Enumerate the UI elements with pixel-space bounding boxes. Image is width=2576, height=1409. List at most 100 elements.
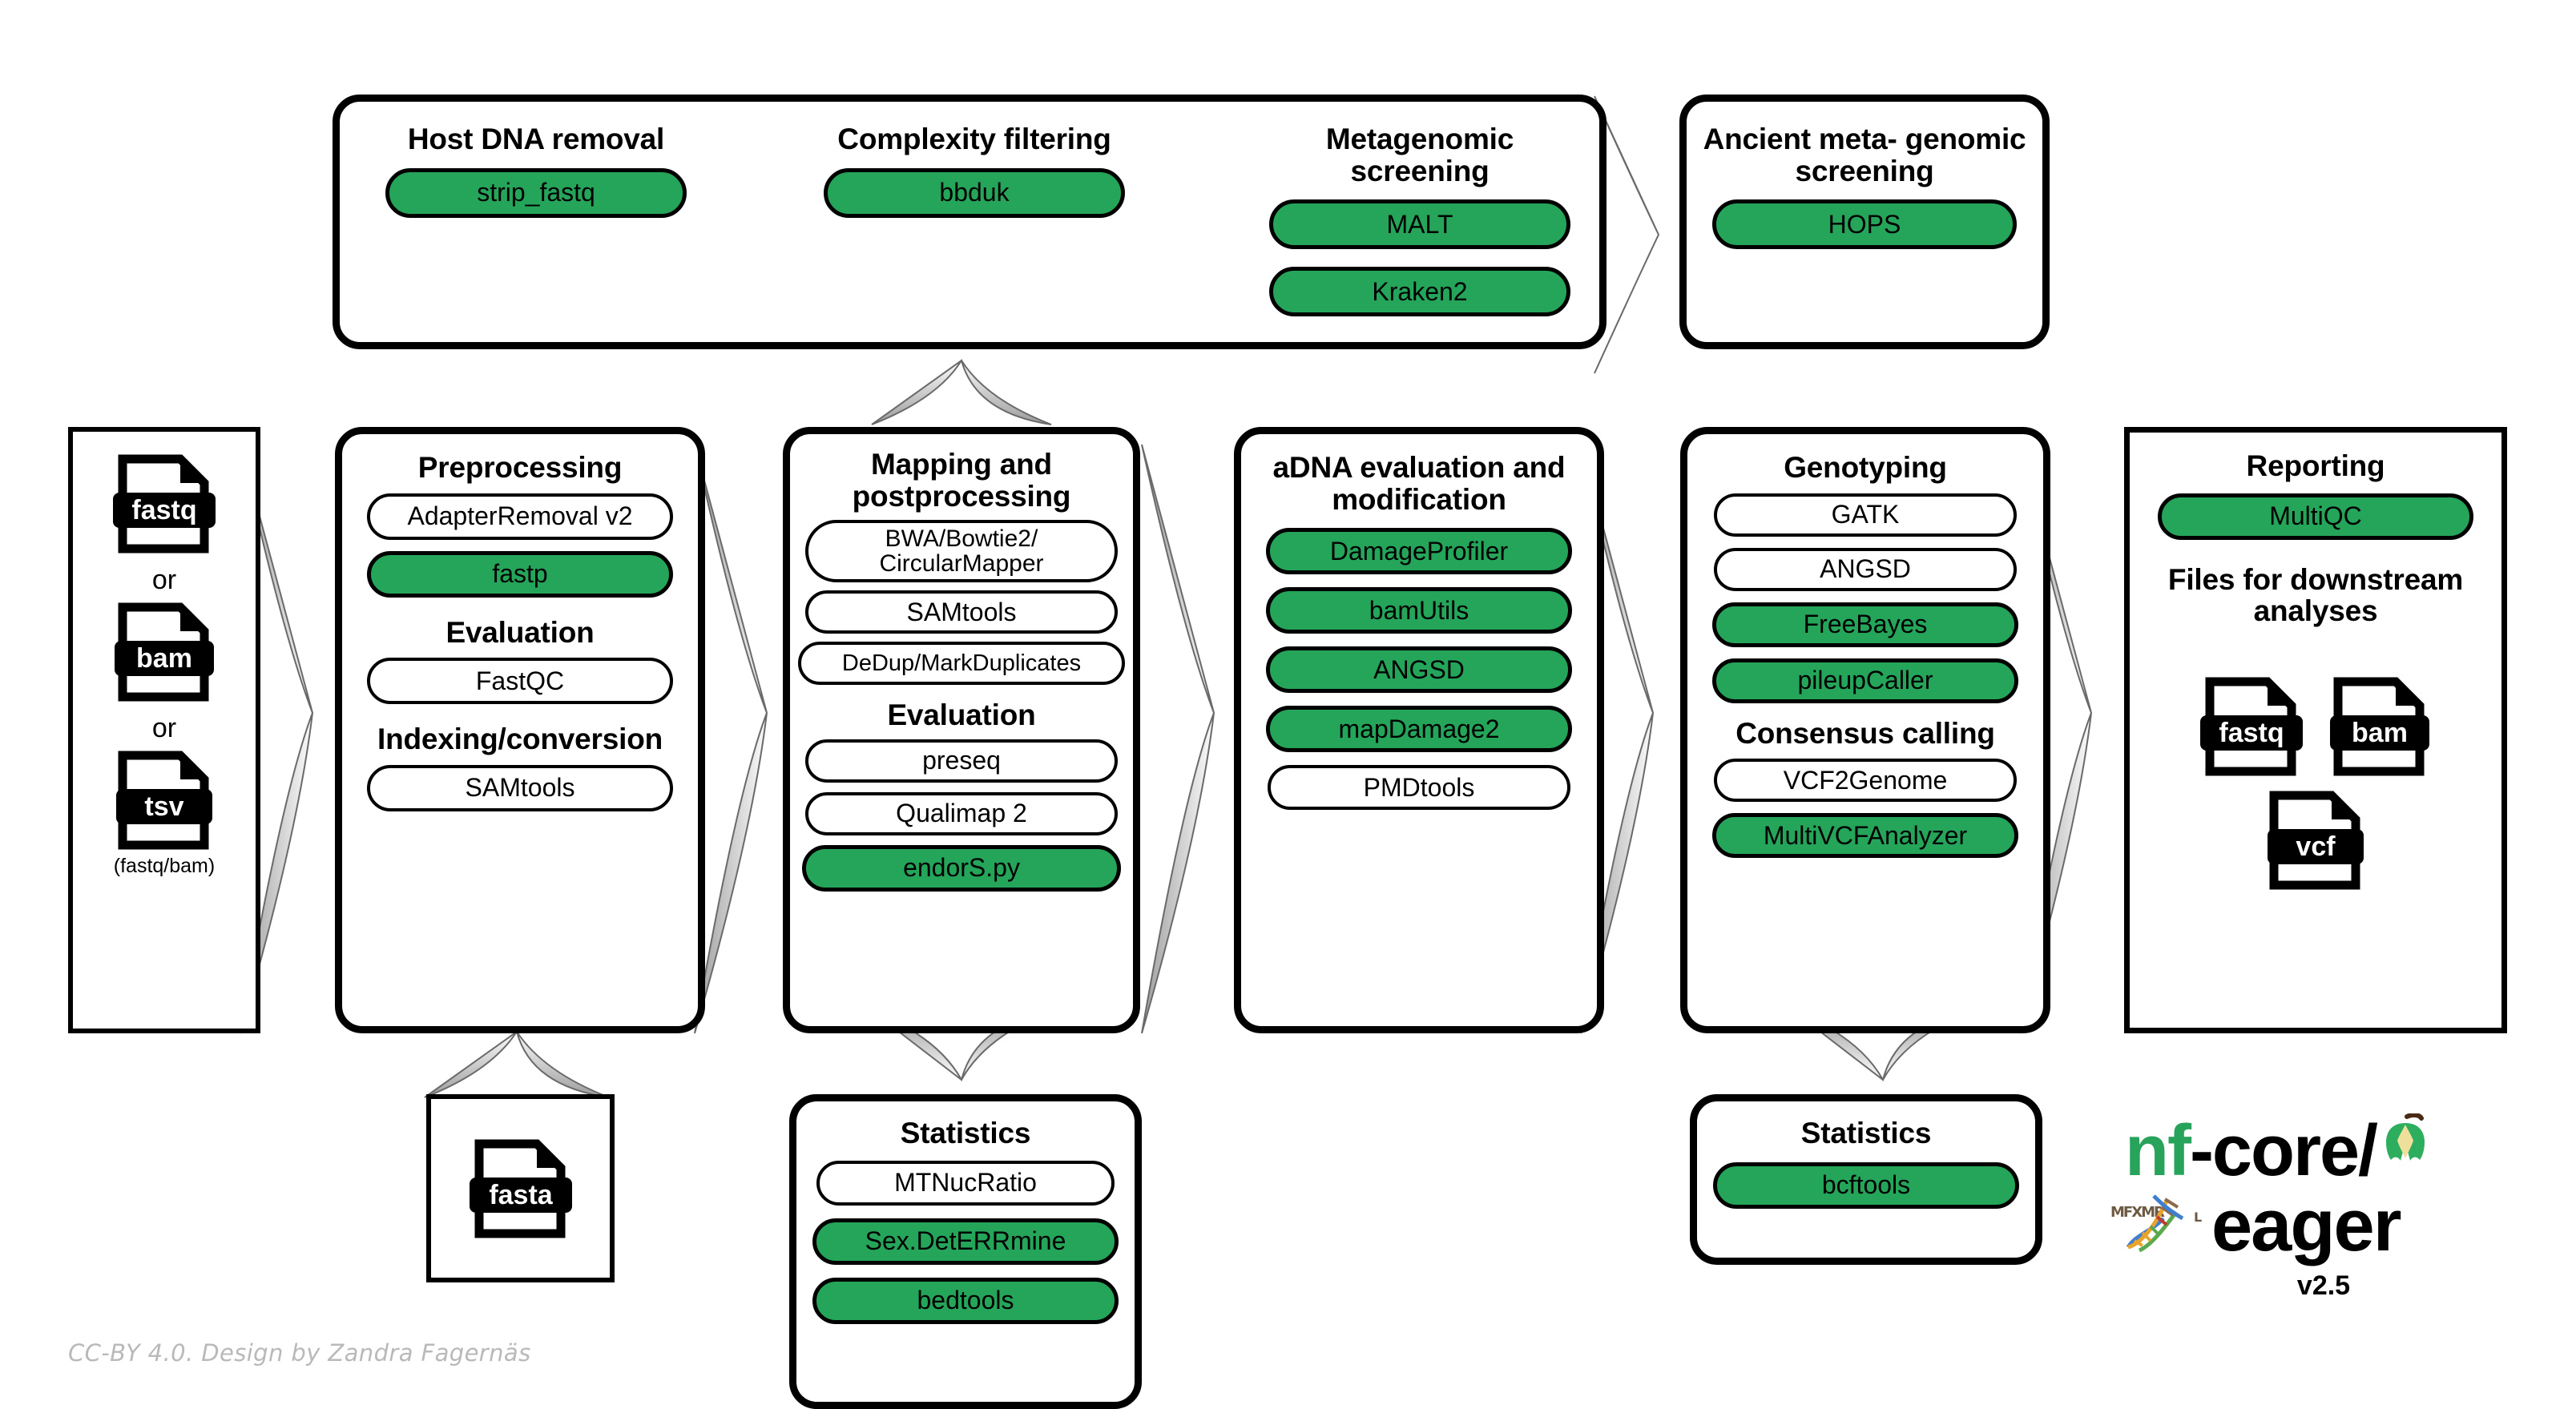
- tool-pill-gatk[interactable]: GATK: [1714, 493, 2017, 537]
- tool-label: endorS.py: [903, 853, 1020, 883]
- tool-pill-bcftools[interactable]: bcftools: [1713, 1161, 2019, 1209]
- tool-pill-pileupcaller[interactable]: pileupCaller: [1712, 658, 2018, 703]
- tool-pill-freebayes[interactable]: FreeBayes: [1712, 602, 2018, 647]
- tool-label: SAMtools: [465, 773, 575, 803]
- tool-pill-fastp[interactable]: fastp: [367, 550, 673, 598]
- file-icon-fastq-output: fastq: [2199, 677, 2304, 776]
- svg-text:fasta: fasta: [489, 1180, 553, 1210]
- tool-label: MultiVCFAnalyzer: [1763, 820, 1968, 850]
- tool-pill-mapdamage2[interactable]: mapDamage2: [1266, 706, 1572, 753]
- preprocessing-title: Preprocessing: [417, 451, 623, 484]
- statistics-left-panel: Statistics MTNucRatio Sex.DetERRmine bed…: [789, 1094, 1142, 1409]
- tool-label: FastQC: [475, 666, 565, 695]
- tool-pill-angsd-adna[interactable]: ANGSD: [1266, 646, 1572, 694]
- arrow-genotyping-to-reporting: [2018, 444, 2093, 1034]
- tool-pill-multiqc[interactable]: MultiQC: [2158, 493, 2473, 540]
- tool-label: SAMtools: [906, 597, 1017, 626]
- screening-group-title: Metagenomic screening: [1325, 123, 1514, 187]
- logo-eager-text: eager: [2211, 1184, 2401, 1266]
- screening-group-metagenomic: Metagenomic screening MALT Kraken2: [1260, 123, 1580, 317]
- adna-title: aDNA evaluation and modification: [1272, 451, 1566, 516]
- tool-pill-kraken2[interactable]: Kraken2: [1269, 267, 1570, 317]
- input-or-label-2: or: [151, 713, 177, 743]
- preprocessing-panel: Preprocessing AdapterRemoval v2 fastp Ev…: [335, 427, 705, 1033]
- tool-label: Qualimap 2: [896, 799, 1027, 828]
- tool-pill-samtools-mapping[interactable]: SAMtools: [805, 590, 1118, 634]
- tool-label: AdapterRemoval v2: [407, 501, 633, 531]
- arrow-mapping-to-screening: [871, 359, 1052, 425]
- tool-pill-angsd-genotyping[interactable]: ANGSD: [1714, 547, 2017, 591]
- logo-line-2: MFXMR L eager: [2107, 1185, 2508, 1266]
- file-icon-bam-output: bam: [2327, 677, 2433, 776]
- tool-pill-dedup-markduplicates[interactable]: DeDup/MarkDuplicates: [798, 642, 1125, 686]
- tool-label: bedtools: [917, 1286, 1014, 1315]
- arrow-input-to-preprocessing: [240, 444, 314, 1034]
- file-icon-fastq: fastq: [111, 454, 217, 554]
- tool-label: bcftools: [1821, 1170, 1911, 1200]
- tool-pill-bwa-bowtie2-circularmapper[interactable]: BWA/Bowtie2/ CircularMapper: [805, 520, 1118, 583]
- nf-core-eager-logo: nf -core/ MFXMR L: [2107, 1110, 2508, 1302]
- logo-core-text: -core/: [2189, 1110, 2378, 1191]
- statistics-right-panel: Statistics bcftools: [1690, 1094, 2042, 1265]
- svg-text:fastq: fastq: [2219, 718, 2284, 748]
- tool-pill-bbduk[interactable]: bbduk: [824, 167, 1125, 218]
- dna-helix-icon: MFXMR L: [2107, 1185, 2210, 1266]
- file-icon-bam: bam: [111, 602, 217, 702]
- tool-pill-qualimap2[interactable]: Qualimap 2: [805, 791, 1118, 835]
- tool-label: bbduk: [939, 178, 1010, 207]
- screening-group-complexity: Complexity filtering bbduk: [814, 123, 1135, 218]
- mapping-title: Mapping and postprocessing: [852, 448, 1071, 513]
- preprocessing-subtitle-indexing: Indexing/conversion: [377, 723, 663, 756]
- tool-label: bamUtils: [1369, 595, 1469, 625]
- tool-label: MultiQC: [2269, 501, 2362, 531]
- tool-label: strip_fastq: [477, 178, 595, 207]
- logo-line-1: nf -core/: [2107, 1110, 2508, 1191]
- tool-label: MALT: [1386, 209, 1453, 239]
- tool-pill-mtnucratio[interactable]: MTNucRatio: [816, 1160, 1115, 1206]
- arrow-mapping-to-adna: [1141, 444, 1215, 1034]
- credit-text: CC-BY 4.0. Design by Zandra Fagernäs: [68, 1339, 531, 1367]
- tool-label: Kraken2: [1372, 276, 1468, 306]
- genotyping-subtitle-consensus: Consensus calling: [1735, 716, 1995, 750]
- tool-label: fastp: [492, 559, 548, 589]
- svg-text:bam: bam: [2352, 718, 2408, 748]
- tool-pill-vcf2genome[interactable]: VCF2Genome: [1714, 759, 2017, 803]
- tool-label: PMDtools: [1363, 772, 1475, 802]
- statistics-right-title: Statistics: [1800, 1117, 1932, 1149]
- tool-label: HOPS: [1828, 209, 1901, 239]
- tool-pill-samtools-preprocessing[interactable]: SAMtools: [367, 764, 673, 811]
- svg-text:bam: bam: [136, 643, 192, 674]
- tool-pill-bedtools[interactable]: bedtools: [812, 1277, 1119, 1324]
- tool-pill-fastqc[interactable]: FastQC: [367, 658, 673, 705]
- reporting-subtitle-downstream: Files for downstream analyses: [2167, 562, 2464, 628]
- tool-label: mapDamage2: [1338, 714, 1500, 743]
- tool-label: ANGSD: [1373, 654, 1465, 684]
- tool-pill-preseq[interactable]: preseq: [805, 739, 1118, 783]
- reference-panel: fasta: [426, 1094, 615, 1282]
- screening-panel: Host DNA removal strip_fastq Complexity …: [333, 95, 1606, 349]
- tool-label: MTNucRatio: [894, 1168, 1037, 1198]
- tool-pill-endors-py[interactable]: endorS.py: [802, 844, 1121, 892]
- tool-pill-bamutils[interactable]: bamUtils: [1266, 587, 1572, 634]
- screening-group-host-dna: Host DNA removal strip_fastq: [364, 123, 708, 218]
- genotyping-panel: Genotyping GATK ANGSD FreeBayes pileupCa…: [1680, 427, 2050, 1033]
- tool-pill-adapterremoval[interactable]: AdapterRemoval v2: [367, 493, 673, 540]
- svg-text:MFXMR: MFXMR: [2110, 1204, 2165, 1221]
- tool-label: Sex.DetERRmine: [865, 1226, 1066, 1256]
- arrow-adna-to-genotyping: [1580, 444, 1655, 1034]
- preprocessing-subtitle-evaluation: Evaluation: [445, 615, 595, 649]
- tool-label: DamageProfiler: [1329, 536, 1509, 566]
- tool-pill-pmdtools[interactable]: PMDtools: [1268, 765, 1570, 811]
- tool-pill-sex-deterrmine[interactable]: Sex.DetERRmine: [812, 1218, 1119, 1265]
- tool-label: DeDup/MarkDuplicates: [841, 650, 1082, 676]
- ancient-screening-panel: Ancient meta- genomic screening HOPS: [1679, 95, 2050, 349]
- tool-pill-multivcfanalyzer[interactable]: MultiVCFAnalyzer: [1712, 813, 2018, 859]
- screening-group-title: Host DNA removal: [407, 123, 665, 155]
- tool-pill-malt[interactable]: MALT: [1269, 199, 1570, 250]
- tool-label: VCF2Genome: [1783, 765, 1948, 795]
- tool-pill-strip-fastq[interactable]: strip_fastq: [385, 167, 687, 218]
- tool-label: ANGSD: [1820, 554, 1911, 584]
- tool-pill-damageprofiler[interactable]: DamageProfiler: [1266, 528, 1572, 575]
- ancient-screening-title: Ancient meta- genomic screening: [1703, 123, 2026, 187]
- tool-pill-hops[interactable]: HOPS: [1712, 199, 2017, 250]
